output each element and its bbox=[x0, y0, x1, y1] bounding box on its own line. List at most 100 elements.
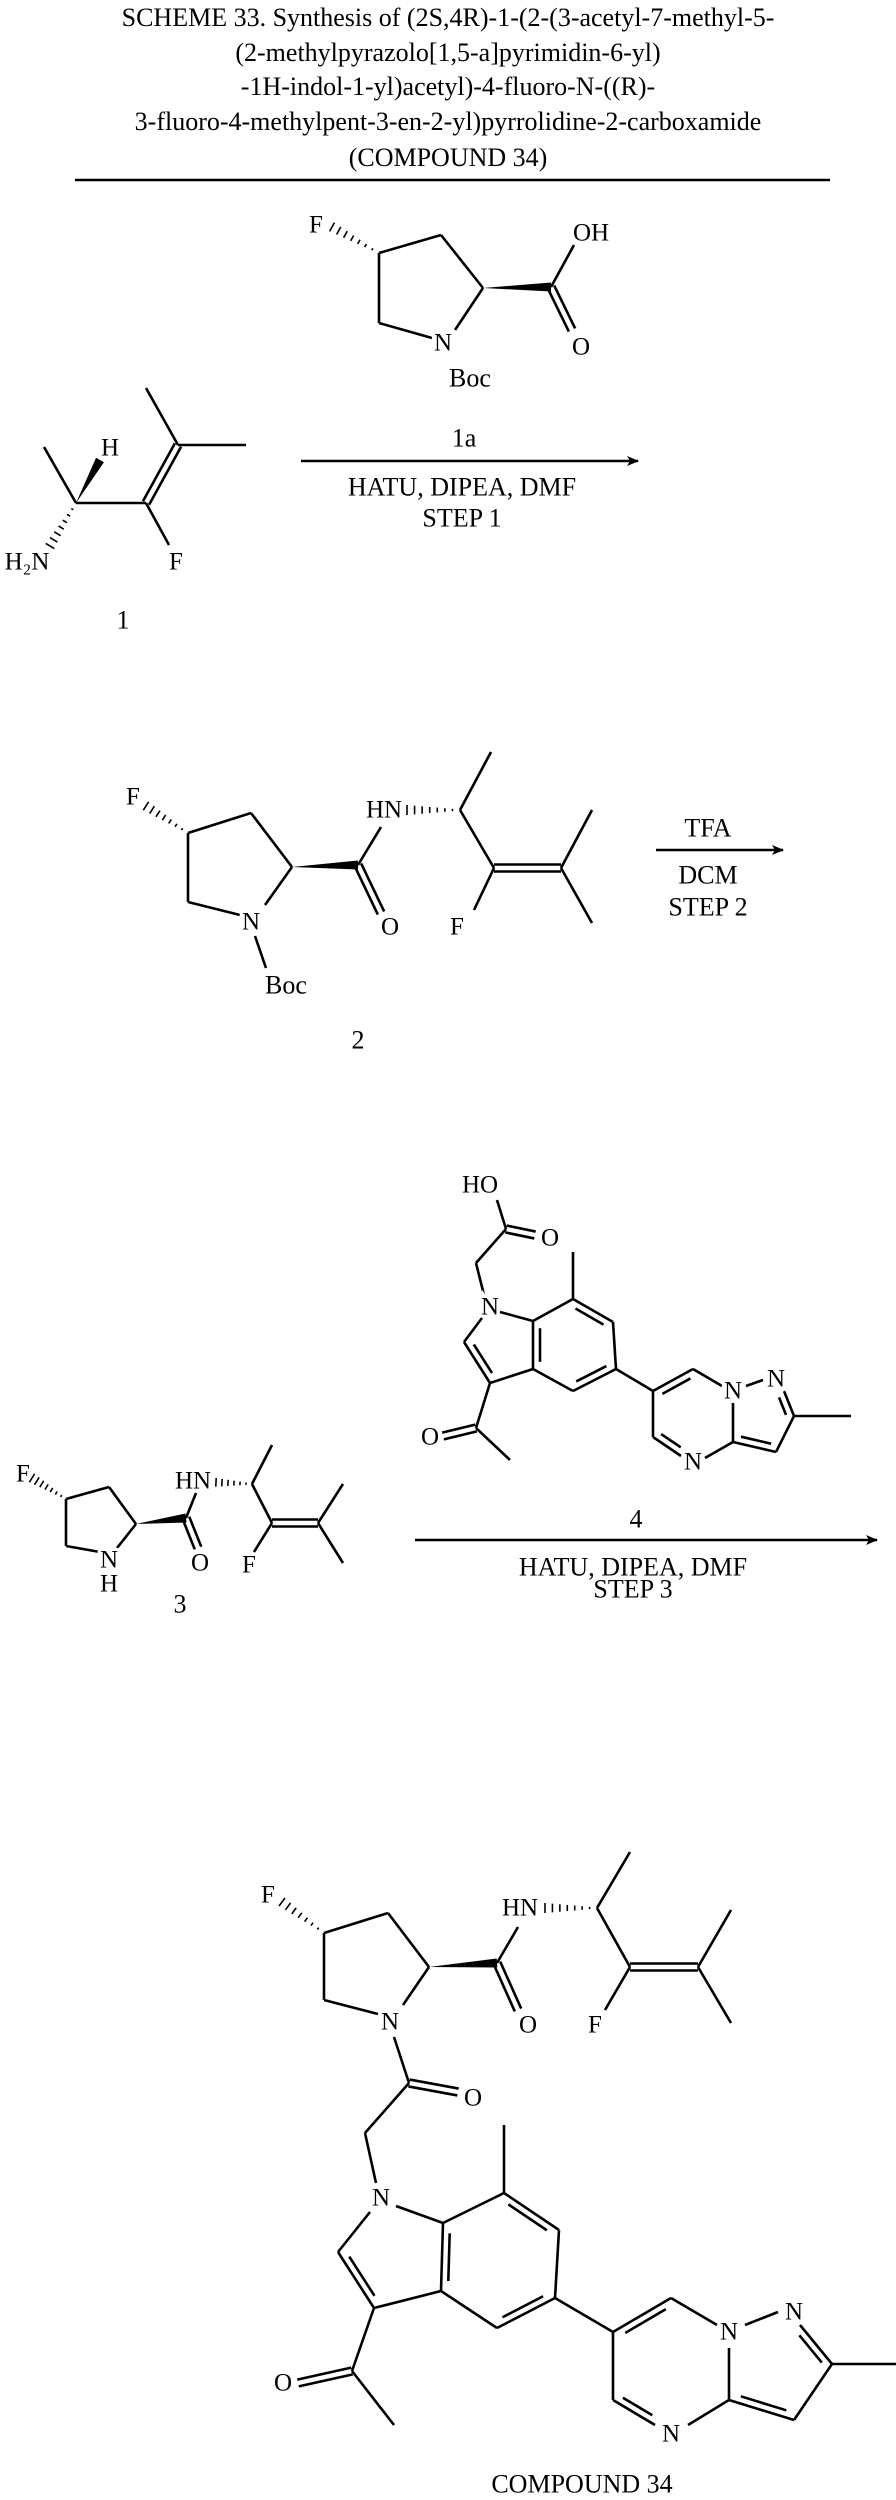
bond bbox=[251, 813, 292, 867]
scheme-title: SCHEME 33. Synthesis of (2S,4R)-1-(2-(3-… bbox=[75, 3, 830, 180]
bond bbox=[497, 1927, 518, 1963]
bond bbox=[379, 235, 441, 253]
step-1-reagent: 1a bbox=[452, 424, 477, 453]
bond bbox=[318, 1523, 343, 1563]
bond bbox=[464, 1318, 482, 1342]
bond bbox=[318, 1484, 343, 1523]
bond bbox=[358, 827, 381, 865]
atom-label-boc: Boc bbox=[265, 971, 307, 1000]
bond bbox=[403, 1967, 429, 2005]
step-2-label: STEP 2 bbox=[668, 893, 747, 922]
atom-label-f: F bbox=[169, 549, 183, 576]
hash-bond bbox=[35, 1477, 40, 1484]
atom-label-f: F bbox=[588, 2012, 602, 2039]
atom-label-h: H bbox=[101, 435, 119, 462]
bond bbox=[441, 2223, 443, 2291]
bond bbox=[388, 1913, 429, 1967]
bond bbox=[474, 868, 494, 910]
bond bbox=[374, 2291, 441, 2308]
bond bbox=[441, 235, 483, 288]
bond bbox=[561, 810, 592, 868]
bond bbox=[507, 1226, 536, 1232]
hash-bond bbox=[311, 1923, 313, 1926]
bond bbox=[705, 1442, 733, 1458]
atom-label-boc: Boc bbox=[449, 364, 491, 393]
atom-label-f: F bbox=[261, 1882, 275, 1909]
bond bbox=[504, 2193, 559, 2230]
hash-bond bbox=[305, 1918, 308, 1922]
hash-bond bbox=[365, 244, 367, 247]
hash-bond bbox=[50, 538, 57, 543]
bond bbox=[533, 1299, 573, 1321]
atom-label-n: N bbox=[662, 2421, 680, 2448]
hash-bond bbox=[150, 806, 155, 813]
bond bbox=[188, 902, 240, 915]
atom-label-o: O bbox=[464, 2085, 482, 2112]
bond bbox=[597, 1852, 630, 1908]
bond bbox=[352, 2371, 394, 2425]
atom-label-h: H bbox=[100, 1571, 118, 1598]
bond bbox=[146, 388, 178, 445]
bond bbox=[352, 2308, 374, 2371]
bond bbox=[533, 1369, 573, 1391]
bond bbox=[613, 2298, 671, 2332]
bond bbox=[324, 1913, 388, 1933]
bond bbox=[561, 868, 592, 923]
hash-bond bbox=[175, 824, 177, 827]
hash-bond bbox=[162, 815, 165, 820]
bond bbox=[186, 1493, 196, 1518]
atom-label-n: N bbox=[724, 1378, 742, 1405]
atom-label-o: O bbox=[421, 1424, 439, 1451]
bond bbox=[688, 2400, 729, 2425]
atom-label-hn: HN bbox=[366, 797, 402, 824]
bond bbox=[605, 1967, 630, 2010]
hash-bond bbox=[50, 1488, 53, 1492]
bond bbox=[394, 2037, 409, 2083]
hash-bond bbox=[351, 235, 354, 240]
bond bbox=[448, 2233, 449, 2281]
atom-label-hn: HN bbox=[175, 1468, 211, 1495]
atom-label-n: N bbox=[720, 2319, 738, 2346]
step-3-label: STEP 3 bbox=[593, 1575, 672, 1604]
wedge-bond bbox=[292, 861, 358, 870]
hash-bond bbox=[358, 240, 360, 244]
bond bbox=[117, 1524, 136, 1548]
bond bbox=[597, 1908, 630, 1967]
hash-bond bbox=[344, 231, 348, 238]
bond bbox=[497, 2298, 555, 2328]
atom-label-n: N bbox=[785, 2299, 803, 2326]
hash-bond bbox=[181, 828, 182, 830]
atom-label-n: N bbox=[381, 2009, 399, 2036]
atom-label-hn: HN bbox=[502, 1895, 538, 1922]
hash-bond bbox=[279, 1898, 285, 1906]
hash-bond bbox=[169, 819, 172, 823]
atom-label-o: O bbox=[381, 914, 399, 941]
wedge-bond bbox=[429, 1959, 497, 1968]
bond bbox=[741, 2396, 787, 2410]
bond bbox=[455, 288, 483, 330]
title-line: (2-methylpyrazolo[1,5-a]pyrimidin-6-yl) bbox=[235, 38, 660, 67]
hash-bond bbox=[317, 1928, 318, 1930]
bond bbox=[551, 245, 574, 287]
bond bbox=[441, 2291, 497, 2328]
atom-label-n: N bbox=[434, 330, 452, 357]
bond bbox=[460, 752, 491, 810]
atom-label-f: F bbox=[242, 1552, 256, 1579]
bond bbox=[623, 2398, 652, 2416]
atom-label-o: O bbox=[541, 1225, 559, 1252]
hash-bond bbox=[143, 802, 148, 810]
bond bbox=[476, 1263, 484, 1295]
bond bbox=[698, 1967, 731, 2023]
bond bbox=[66, 1487, 109, 1499]
bond bbox=[109, 1487, 136, 1524]
bond bbox=[396, 2206, 443, 2223]
bond bbox=[149, 447, 181, 505]
bond bbox=[794, 2364, 832, 2420]
hash-bond bbox=[29, 1474, 34, 1483]
atom-label-h2n: H₂N bbox=[5, 549, 50, 576]
bond bbox=[776, 1416, 794, 1452]
bond bbox=[442, 1425, 475, 1433]
bond bbox=[555, 2230, 559, 2298]
bond bbox=[779, 1397, 786, 1415]
